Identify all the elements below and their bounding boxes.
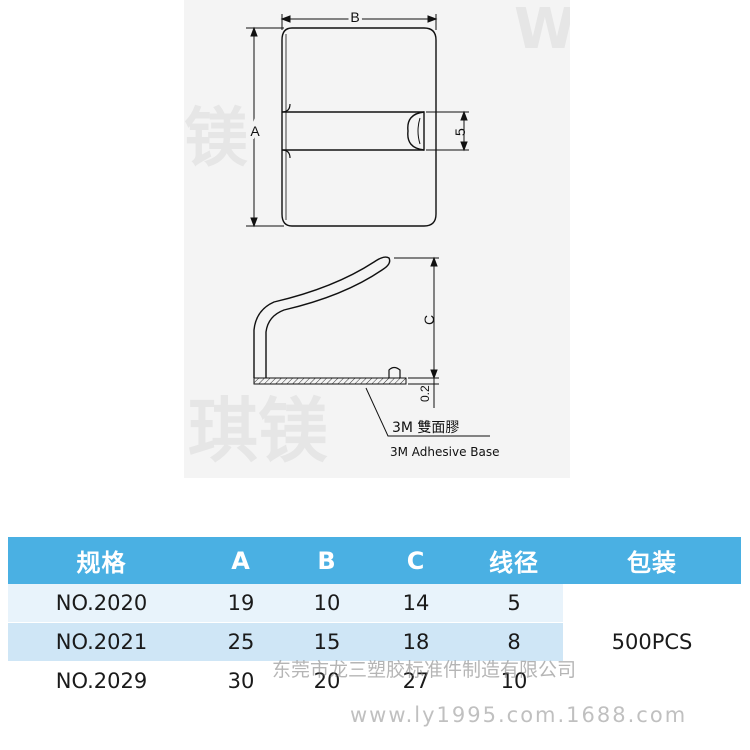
watermark-left-text: 镁 <box>184 102 248 176</box>
dimension-a <box>246 26 284 228</box>
table-row: NO.2020 19 10 14 5 500PCS <box>8 584 741 701</box>
cell-wire: 8 <box>465 622 563 662</box>
spec-table: 规格 A B C 线径 包装 NO.2020 19 10 14 5 500PCS… <box>8 537 741 701</box>
cell-c: 14 <box>367 584 465 623</box>
adhesive-label-en: 3M Adhesive Base <box>390 445 500 459</box>
cell-c: 18 <box>367 622 465 662</box>
dimension-thickness-label: 0.2 <box>418 385 432 402</box>
top-view <box>281 27 437 227</box>
drawing-panel: W 镁 琪镁 B <box>184 0 570 478</box>
cell-b: 15 <box>287 622 367 662</box>
dimension-thickness <box>408 378 439 408</box>
header-b: B <box>287 537 367 584</box>
cell-wire: 10 <box>465 661 563 701</box>
dimension-b-label: B <box>350 9 359 25</box>
dimension-c-label: C <box>421 315 437 325</box>
table-row: NO.2029 30 20 27 10 <box>8 661 741 701</box>
adhesive-base <box>253 377 407 385</box>
plate-outline <box>281 27 437 227</box>
header-a: A <box>195 537 287 584</box>
cell-model: NO.2029 <box>8 661 195 701</box>
adhesive-leader <box>365 387 490 437</box>
dimension-a-label: A <box>250 123 260 139</box>
cell-model: NO.2020 <box>8 584 195 623</box>
dimension-slot <box>426 110 469 152</box>
cell-a: 30 <box>195 661 287 701</box>
cell-c: 27 <box>367 661 465 701</box>
adhesive-label-cn: 3M 雙面膠 <box>392 420 459 436</box>
clip-arc <box>253 256 391 378</box>
header-pack: 包装 <box>563 537 741 584</box>
wire-hole <box>407 111 425 151</box>
dimension-b <box>280 14 438 30</box>
cell-wire: 5 <box>465 584 563 623</box>
company-watermark: 东莞市龙三塑胶标准件制造有限公司 <box>272 659 577 681</box>
header-c: C <box>367 537 465 584</box>
cell-packaging: 500PCS <box>563 584 741 701</box>
cell-a: 19 <box>195 584 287 623</box>
header-spec: 规格 <box>8 537 195 584</box>
header-wire: 线径 <box>465 537 563 584</box>
table-header-row: 规格 A B C 线径 包装 <box>8 537 741 584</box>
side-view <box>253 256 401 378</box>
dimension-c <box>394 256 439 380</box>
watermark-top-text: W <box>514 0 570 62</box>
cell-model: NO.2021 <box>8 622 195 662</box>
cell-b: 20 <box>287 661 367 701</box>
dimension-slot-label: 5 <box>452 128 468 136</box>
site-watermark: www.ly1995.com.1688.com <box>350 703 688 727</box>
cell-a: 25 <box>195 622 287 662</box>
clip-band <box>282 111 425 151</box>
cell-b: 10 <box>287 584 367 623</box>
table-row: NO.2021 25 15 18 8 <box>8 622 741 662</box>
watermark-bottom-text: 琪镁 <box>188 390 328 472</box>
technical-drawing: W 镁 琪镁 B <box>184 0 570 472</box>
